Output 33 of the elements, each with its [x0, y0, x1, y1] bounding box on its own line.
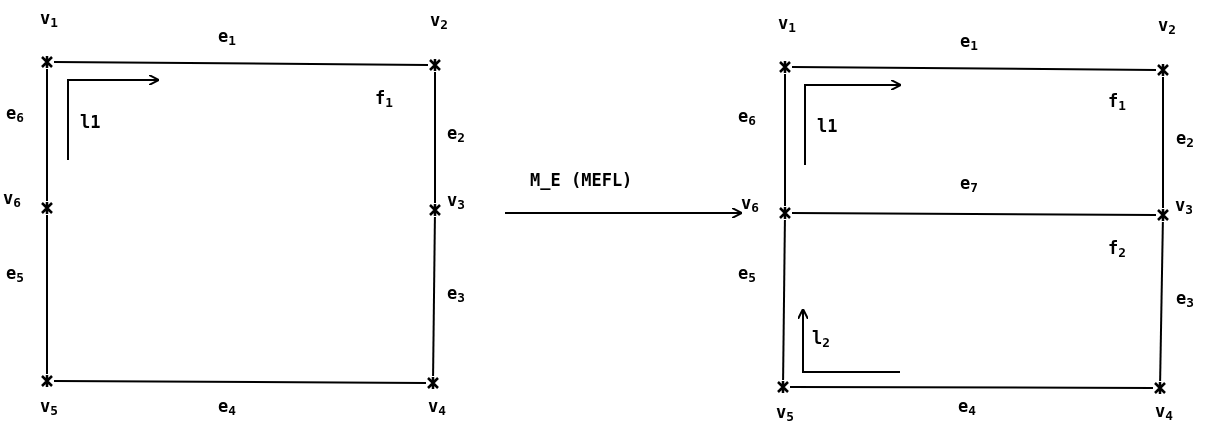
- edge-line: [53, 380, 427, 384]
- edge-line: [784, 73, 786, 207]
- edge-line: [46, 214, 48, 375]
- vertex-label: v$_{3}$: [1175, 197, 1193, 214]
- vertex-label: v$_{6}$: [741, 195, 759, 212]
- edge-line: [1162, 76, 1164, 209]
- vertex-label: v$_{4}$: [428, 398, 446, 415]
- vertex-label: v$_{1}$: [40, 10, 58, 27]
- vertex-label: v$_{3}$: [447, 192, 465, 209]
- edge-line: [1159, 221, 1164, 382]
- vertex-label: v$_{4}$: [1155, 403, 1173, 420]
- vertex-label: v$_{5}$: [776, 404, 794, 421]
- transformation-arrow: [504, 207, 743, 219]
- face-loop-label: l1: [817, 118, 838, 135]
- edge-label: M_E (MEFL): [530, 172, 633, 189]
- edge-line: [53, 61, 429, 66]
- edge-line: [434, 71, 436, 204]
- face-loop-label: l1: [80, 114, 101, 131]
- edge-line: [791, 66, 1157, 71]
- vertex-label: v$_{6}$: [3, 190, 21, 207]
- face-loop-label: f$_{1}$: [375, 90, 393, 107]
- edge-line: [789, 386, 1154, 389]
- face-loop-label: f$_{1}$: [1108, 93, 1126, 110]
- face-loop-label: l$_{2}$: [812, 330, 830, 347]
- face-loop-label: f$_{2}$: [1108, 240, 1126, 257]
- vertex-label: v$_{5}$: [40, 398, 58, 415]
- edge-line: [432, 216, 436, 377]
- vertex-label: v$_{2}$: [430, 12, 448, 29]
- vertex-label: v$_{2}$: [1158, 17, 1176, 34]
- edge-line: [782, 219, 786, 381]
- edge-line: [791, 212, 1157, 216]
- vertex-label: v$_{1}$: [778, 15, 796, 32]
- edge-line: [46, 68, 48, 202]
